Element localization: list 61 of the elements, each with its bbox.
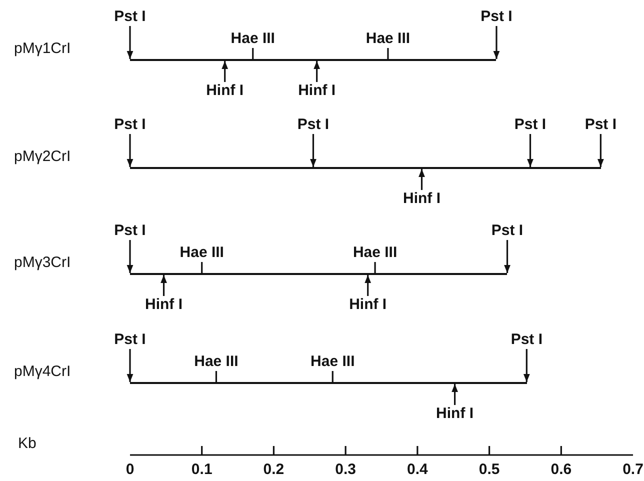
- plasmid-name: pMγ2CrI: [14, 148, 71, 166]
- site-label: Hinf I: [436, 405, 474, 423]
- site-tick: [201, 262, 203, 273]
- arrow: [126, 240, 134, 273]
- arrow: [160, 275, 167, 296]
- tick-label: 0.6: [550, 461, 572, 479]
- site-label: Pst I: [491, 222, 524, 240]
- arrow: [222, 61, 228, 82]
- site-label: Pst I: [114, 8, 146, 26]
- tick-label: 0.1: [191, 461, 212, 479]
- plasmid-name: pMγ3CrI: [14, 254, 71, 272]
- restriction-map-line: [130, 167, 601, 169]
- restriction-map-line: [130, 273, 508, 275]
- site-label: Hae III: [310, 353, 355, 371]
- arrow: [126, 26, 134, 59]
- tick-label: 0.4: [407, 461, 428, 479]
- arrow: [314, 61, 320, 82]
- site-tick: [374, 262, 376, 273]
- site-label: Pst I: [584, 116, 617, 134]
- site-label: Hinf I: [206, 82, 244, 100]
- site-label: Hae III: [230, 30, 275, 48]
- axis-unit-label: Kb: [18, 435, 36, 453]
- arrow: [452, 384, 458, 405]
- arrow: [527, 134, 534, 167]
- tick-label: 0.2: [263, 461, 284, 479]
- arrow: [126, 349, 134, 382]
- site-label: Hae III: [194, 353, 238, 371]
- arrow: [364, 275, 372, 296]
- tick-label: 0: [126, 461, 134, 479]
- site-label: Hinf I: [403, 190, 440, 208]
- plasmid-name: pMγ1CrI: [14, 40, 71, 58]
- arrow: [504, 240, 510, 273]
- site-label: Hae III: [180, 244, 224, 262]
- site-label: Pst I: [114, 331, 146, 349]
- arrow: [418, 169, 425, 190]
- tick-label: 0.3: [335, 461, 356, 479]
- site-label: Hae III: [366, 30, 410, 48]
- tick-label: 0.5: [478, 461, 500, 479]
- site-label: Pst I: [480, 8, 512, 26]
- site-label: Pst I: [510, 331, 542, 349]
- site-label: Hae III: [352, 244, 398, 262]
- arrow: [597, 134, 604, 167]
- site-tick: [387, 48, 389, 59]
- site-label: Pst I: [297, 116, 330, 134]
- site-label: Pst I: [114, 222, 146, 240]
- site-tick: [252, 48, 254, 59]
- site-label: Hinf I: [145, 296, 183, 314]
- arrow: [126, 134, 134, 167]
- site-label: Pst I: [114, 116, 146, 134]
- site-label: Hinf I: [298, 82, 336, 100]
- site-tick: [215, 371, 218, 382]
- plasmid-name: pMγ4CrI: [14, 363, 71, 381]
- tick-label: 0.7: [622, 461, 644, 479]
- site-label: Pst I: [514, 116, 546, 134]
- site-label: Hinf I: [349, 296, 387, 314]
- restriction-map-line: [130, 59, 496, 61]
- restriction-map-line: [130, 382, 527, 384]
- arrow: [523, 349, 530, 382]
- arrow: [310, 134, 316, 167]
- arrow: [493, 26, 500, 59]
- site-tick: [332, 371, 334, 382]
